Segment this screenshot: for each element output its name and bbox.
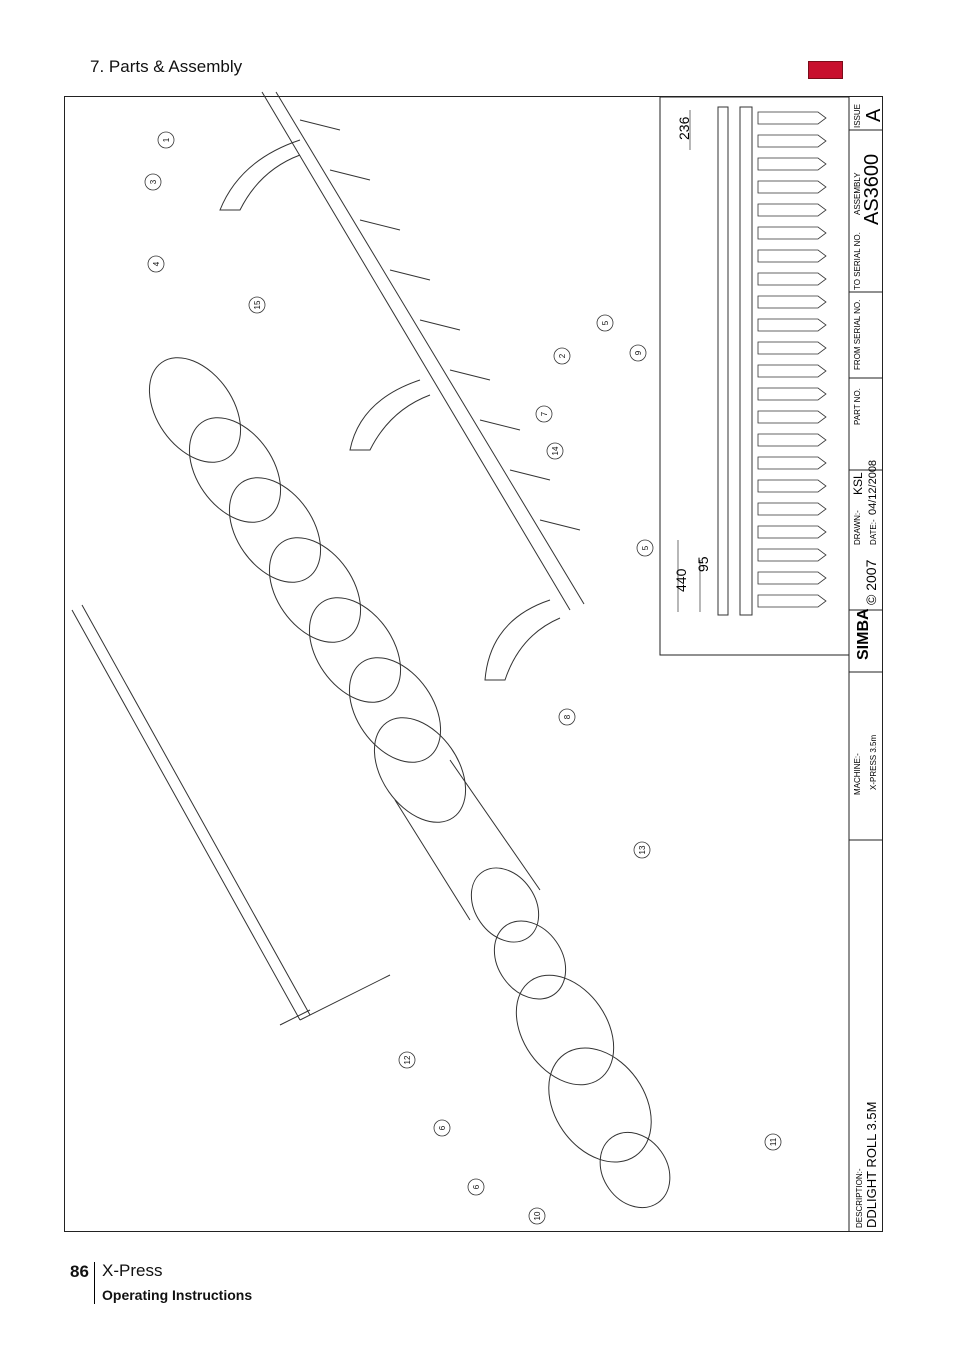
drawn-by: KSL (851, 472, 865, 495)
callout-label: 9 (634, 350, 643, 355)
date-value: 04/12/2008 (867, 460, 879, 515)
footer-divider (94, 1262, 95, 1304)
brand-logo (808, 61, 843, 79)
part-no-label: PART NO. (853, 388, 862, 425)
to-serial-label: TO SERIAL NO. (853, 232, 862, 290)
callout-label: 1 (162, 137, 171, 142)
callout-label: 5 (601, 320, 610, 325)
callout-label: 3 (149, 179, 158, 184)
callout-label: 10 (533, 1211, 542, 1220)
inset-tines (757, 111, 827, 608)
callout-label: 8 (563, 714, 572, 719)
dimension-inner: 95 (695, 556, 711, 572)
callout-label: 15 (253, 300, 262, 309)
from-serial-label: FROM SERIAL NO. (853, 300, 862, 370)
section-title: 7. Parts & Assembly (90, 57, 243, 76)
assembly-number: AS3600 (861, 154, 883, 225)
issue-value: A (863, 108, 885, 122)
brand-text: SIMBA (855, 608, 872, 660)
product-name: X-Press (102, 1261, 163, 1280)
dimension-top: 236 (676, 116, 692, 140)
callout-label: 6 (438, 1125, 447, 1130)
callout-label: 13 (638, 845, 647, 854)
dimension-outer: 440 (673, 568, 689, 592)
callouts (144, 131, 782, 1225)
callout-label: 6 (472, 1184, 481, 1189)
description-value: DDLIGHT ROLL 3.5M (864, 1102, 879, 1228)
document-subtitle: Operating Instructions (102, 1287, 253, 1303)
tine-bar (261, 91, 585, 611)
callout-label: 7 (540, 411, 549, 416)
callout-label: 5 (641, 545, 650, 550)
issue-label: ISSUE (853, 104, 862, 128)
description-label: DESCRIPTION:- (855, 1168, 864, 1228)
callout-label: 12 (403, 1055, 412, 1064)
callout-label: 4 (152, 261, 161, 266)
machine-value: X-PRESS 3.5m (869, 735, 878, 790)
roller (148, 357, 671, 1209)
drawn-label: DRAWN:- (853, 510, 862, 545)
assembly-label: ASSEMBLY (853, 172, 862, 215)
mounting-brackets (219, 139, 561, 681)
page-number: 86 (70, 1262, 89, 1281)
callout-label: 11 (769, 1137, 778, 1146)
frame-arm (71, 604, 391, 1026)
callout-label: 14 (551, 446, 560, 455)
machine-label: MACHINE:- (853, 753, 862, 795)
date-label: DATE:- (869, 519, 878, 545)
drawing-frame (64, 96, 883, 1232)
callout-label: 2 (558, 353, 567, 358)
copyright-text: © 2007 (863, 559, 879, 605)
